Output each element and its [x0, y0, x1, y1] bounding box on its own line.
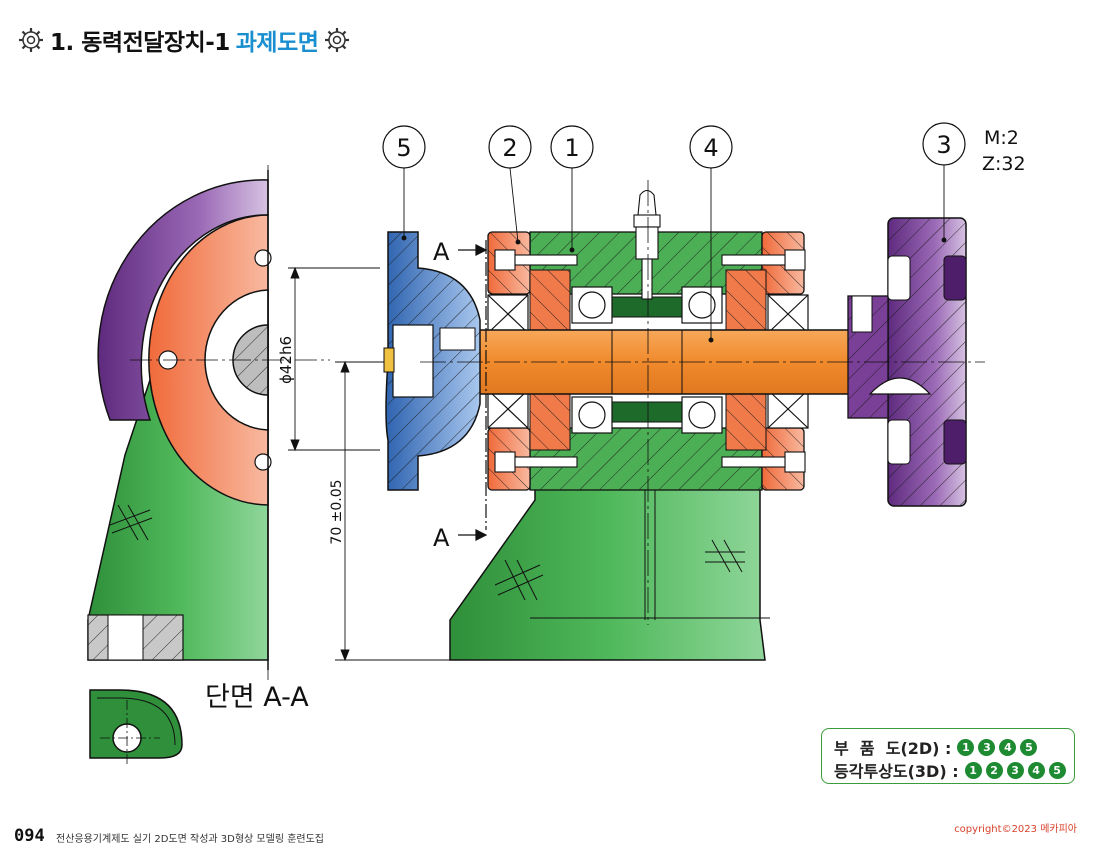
section-title: 단면 A-A: [205, 682, 309, 713]
callout-1: 1: [564, 134, 579, 162]
part-badge: 4: [1027, 761, 1045, 779]
part-badge: 5: [1020, 738, 1038, 756]
section-arrows: [458, 240, 488, 541]
part-balloons: [382, 122, 966, 169]
part-badge: 3: [1006, 761, 1024, 779]
gear-module: M:2: [984, 127, 1019, 149]
diameter-dimension: ϕ42h6: [277, 336, 295, 384]
section-arrow-label-top: A: [433, 238, 450, 266]
height-dimension: 70 ±0.05: [329, 479, 345, 544]
callout-2: 2: [502, 134, 517, 162]
section-aa-detail: [89, 689, 183, 765]
part-badge: 2: [985, 761, 1003, 779]
part-badge: 1: [964, 761, 982, 779]
side-view: [87, 165, 330, 680]
gear-teeth: Z:32: [982, 153, 1026, 175]
balloon-leaders: [401, 165, 947, 343]
legend-label-2d: 부 품 도(2D) :: [834, 739, 952, 758]
gear-icon: [19, 28, 43, 52]
part-badge: 3: [978, 738, 996, 756]
page-title: 1. 동력전달장치-1: [50, 30, 230, 56]
page-title-accent: 과제도면: [235, 30, 319, 56]
parts-legend: 부 품 도(2D) : 1 3 4 5 등각투상도(3D) : 1 2 3 4 …: [821, 728, 1075, 784]
hex-bolts: [494, 249, 806, 473]
callout-5: 5: [396, 134, 411, 162]
dimension-lines: [288, 266, 450, 662]
legend-row-2d: 부 품 도(2D) : 1 3 4 5: [834, 735, 1038, 759]
part-badge: 5: [1048, 761, 1066, 779]
part-badge: 4: [999, 738, 1017, 756]
grease-nipple: [633, 189, 661, 300]
callout-4: 4: [703, 134, 718, 162]
part-badge: 1: [957, 738, 975, 756]
ball-bearings: [571, 286, 723, 434]
bearing-seals: [487, 294, 809, 429]
copyright-text: copyright©2023 메카피아: [954, 824, 1077, 835]
section-arrow-label-bottom: A: [433, 524, 450, 552]
pulley-flange: [383, 231, 481, 491]
legend-row-3d: 등각투상도(3D) : 1 2 3 4 5: [834, 758, 1066, 782]
page-number: 094: [14, 826, 45, 846]
legend-label-3d: 등각투상도(3D) :: [834, 762, 959, 781]
gear-icon: [325, 28, 350, 52]
callout-3: 3: [936, 131, 951, 159]
page-header: 1. 동력전달장치-1 과제도면: [18, 22, 350, 58]
book-title: 전산응용기계제도 실기 2D도면 작성과 3D형상 모델링 훈련도집: [56, 834, 324, 845]
